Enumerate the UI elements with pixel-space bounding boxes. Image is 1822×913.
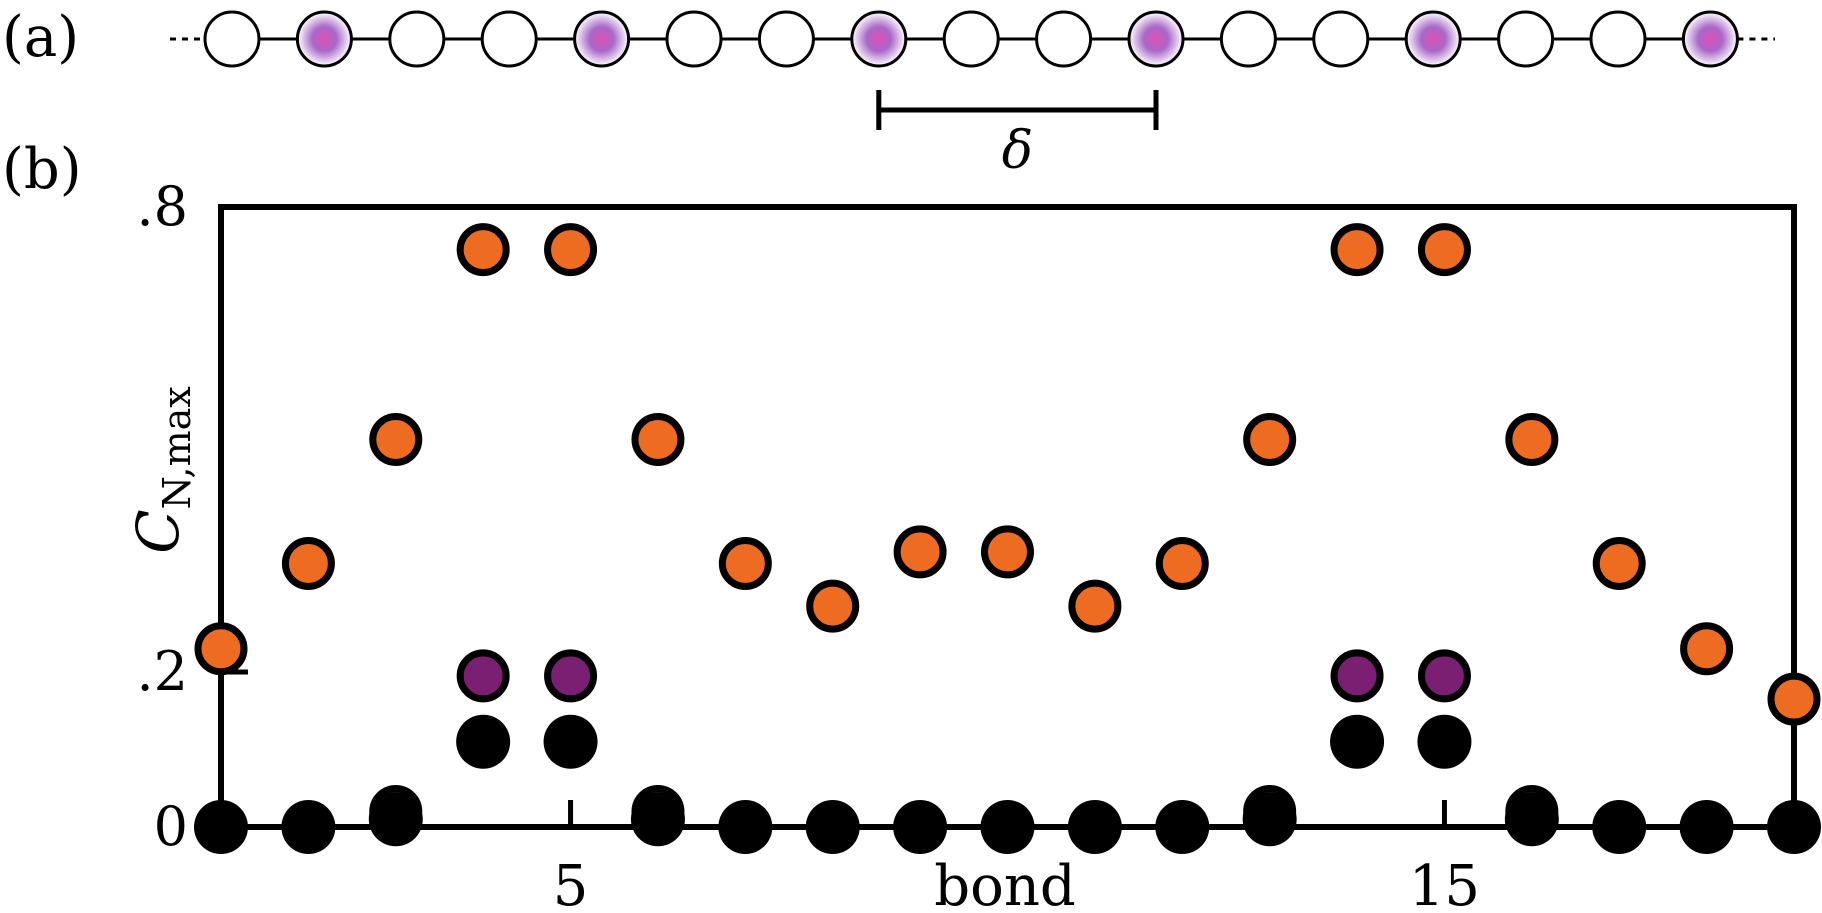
shaded-site bbox=[850, 10, 908, 68]
data-point-series-1 bbox=[1767, 672, 1821, 726]
data-point-series-1 bbox=[281, 537, 335, 590]
panel-b-label: (b) bbox=[2, 137, 82, 202]
data-point-series-1 bbox=[544, 223, 598, 277]
data-point-series-3 bbox=[1767, 800, 1821, 854]
data-point-series-1 bbox=[369, 413, 423, 466]
data-point-series-3 bbox=[1417, 714, 1472, 769]
y-axis-symbol: C bbox=[124, 509, 192, 553]
empty-site bbox=[1312, 10, 1370, 68]
data-point-series-2 bbox=[544, 649, 598, 703]
empty-site bbox=[480, 10, 538, 68]
data-point-series-3 bbox=[368, 792, 423, 847]
data-point-series-3 bbox=[1067, 800, 1122, 854]
empty-site bbox=[665, 10, 723, 68]
data-point-series-3 bbox=[456, 714, 511, 769]
data-point-series-1 bbox=[1505, 413, 1559, 466]
data-point-series-3 bbox=[718, 800, 773, 854]
lattice-chain bbox=[170, 10, 1775, 68]
data-point-series-3 bbox=[1592, 800, 1647, 854]
empty-site bbox=[388, 10, 446, 68]
x-tick-label: 15 bbox=[1409, 854, 1480, 913]
data-point-series-3 bbox=[1242, 792, 1297, 847]
delta-bracket bbox=[876, 90, 1159, 130]
shaded-site bbox=[1127, 10, 1185, 68]
data-point-series-1 bbox=[1592, 537, 1646, 590]
data-point-series-3 bbox=[1504, 792, 1559, 847]
y-tick-label: .2 bbox=[136, 640, 188, 703]
delta-label: δ bbox=[1002, 121, 1033, 181]
plot-frame bbox=[218, 204, 1797, 830]
shaded-site bbox=[295, 10, 353, 68]
data-point-series-3 bbox=[805, 800, 860, 854]
data-point-series-3 bbox=[630, 792, 685, 847]
empty-site bbox=[203, 10, 261, 68]
data-point-series-1 bbox=[981, 525, 1034, 579]
x-axis-title: bond bbox=[934, 854, 1075, 913]
data-point-series-3 bbox=[543, 714, 598, 769]
data-point-series-2 bbox=[456, 649, 510, 703]
data-marks bbox=[194, 223, 1821, 854]
y-tick-label: 0 bbox=[154, 795, 188, 858]
data-point-series-1 bbox=[1680, 622, 1734, 676]
x-tick-label: 5 bbox=[553, 854, 589, 913]
data-point-series-3 bbox=[1679, 800, 1734, 854]
empty-site bbox=[1497, 10, 1555, 68]
shaded-site bbox=[1681, 10, 1739, 68]
data-point-series-1 bbox=[1330, 223, 1384, 277]
data-point-series-3 bbox=[194, 800, 248, 854]
data-point-series-3 bbox=[1155, 800, 1210, 854]
data-point-series-3 bbox=[281, 800, 336, 854]
data-point-series-1 bbox=[1417, 223, 1471, 277]
data-point-series-1 bbox=[1243, 413, 1297, 466]
data-point-series-2 bbox=[1417, 649, 1471, 703]
empty-site bbox=[942, 10, 1000, 68]
data-point-series-3 bbox=[893, 800, 948, 854]
y-axis-title: CN,max bbox=[124, 386, 199, 553]
data-point-series-1 bbox=[194, 622, 248, 676]
panel-a-label: (a) bbox=[2, 5, 79, 70]
empty-site bbox=[1219, 10, 1277, 68]
shaded-site bbox=[1404, 10, 1462, 68]
data-point-series-3 bbox=[980, 800, 1035, 854]
y-axis-subscript: N,max bbox=[155, 386, 199, 509]
shaded-site bbox=[573, 10, 631, 68]
y-tick-label: .8 bbox=[136, 175, 188, 238]
svg-text:CN,max: CN,max bbox=[124, 386, 199, 553]
empty-site bbox=[1589, 10, 1647, 68]
data-point-series-1 bbox=[893, 525, 947, 579]
empty-site bbox=[757, 10, 815, 68]
data-point-series-1 bbox=[631, 413, 685, 466]
empty-site bbox=[1035, 10, 1093, 68]
data-point-series-1 bbox=[1155, 537, 1209, 590]
data-point-series-1 bbox=[718, 537, 772, 590]
data-point-series-2 bbox=[1330, 649, 1384, 703]
data-point-series-1 bbox=[456, 223, 510, 277]
data-point-series-1 bbox=[1068, 579, 1122, 633]
data-point-series-1 bbox=[806, 579, 860, 633]
data-point-series-3 bbox=[1330, 714, 1385, 769]
